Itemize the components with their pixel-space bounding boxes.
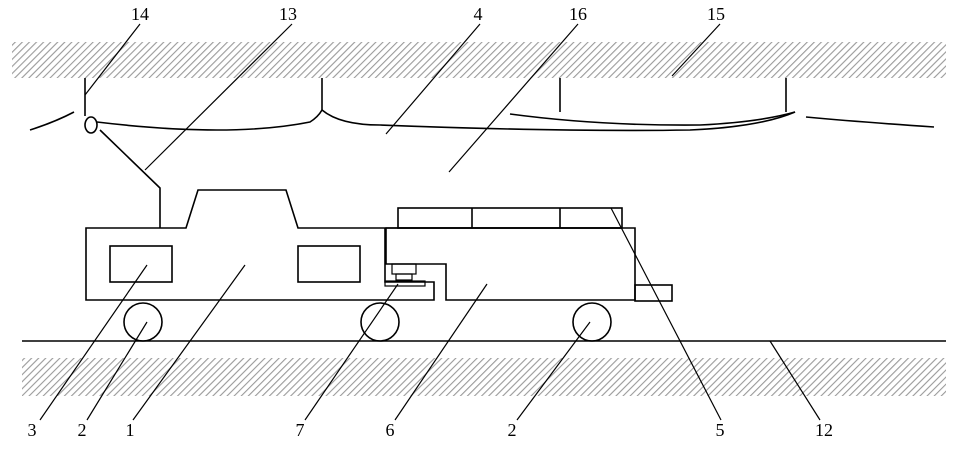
label-12: 12	[815, 420, 833, 440]
wagon-step	[634, 284, 673, 302]
label-7: 7	[296, 420, 305, 440]
wheel-middle	[360, 302, 400, 342]
label-15: 15	[707, 4, 725, 24]
label-4: 4	[474, 4, 483, 24]
tunnel-roof	[12, 42, 946, 78]
label-13: 13	[279, 4, 297, 24]
tunnel-floor	[22, 358, 946, 396]
label-2-left: 2	[78, 420, 87, 440]
wagon	[385, 227, 673, 302]
label-14: 14	[131, 4, 149, 24]
cable-clamp	[84, 116, 98, 134]
pantograph-arm	[99, 129, 161, 228]
locomotive	[85, 189, 435, 301]
label-3: 3	[28, 420, 37, 440]
wheel-rear	[572, 302, 612, 342]
label-6: 6	[386, 420, 395, 440]
loco-window-right	[297, 245, 361, 283]
label-1: 1	[126, 420, 135, 440]
wheel-front	[123, 302, 163, 342]
cargo-load	[397, 207, 623, 229]
overhead-cables	[29, 78, 935, 134]
label-5: 5	[716, 420, 725, 440]
leader-lines	[39, 23, 821, 421]
label-2-right: 2	[508, 420, 517, 440]
loco-window-left	[109, 245, 173, 283]
label-16: 16	[569, 4, 587, 24]
